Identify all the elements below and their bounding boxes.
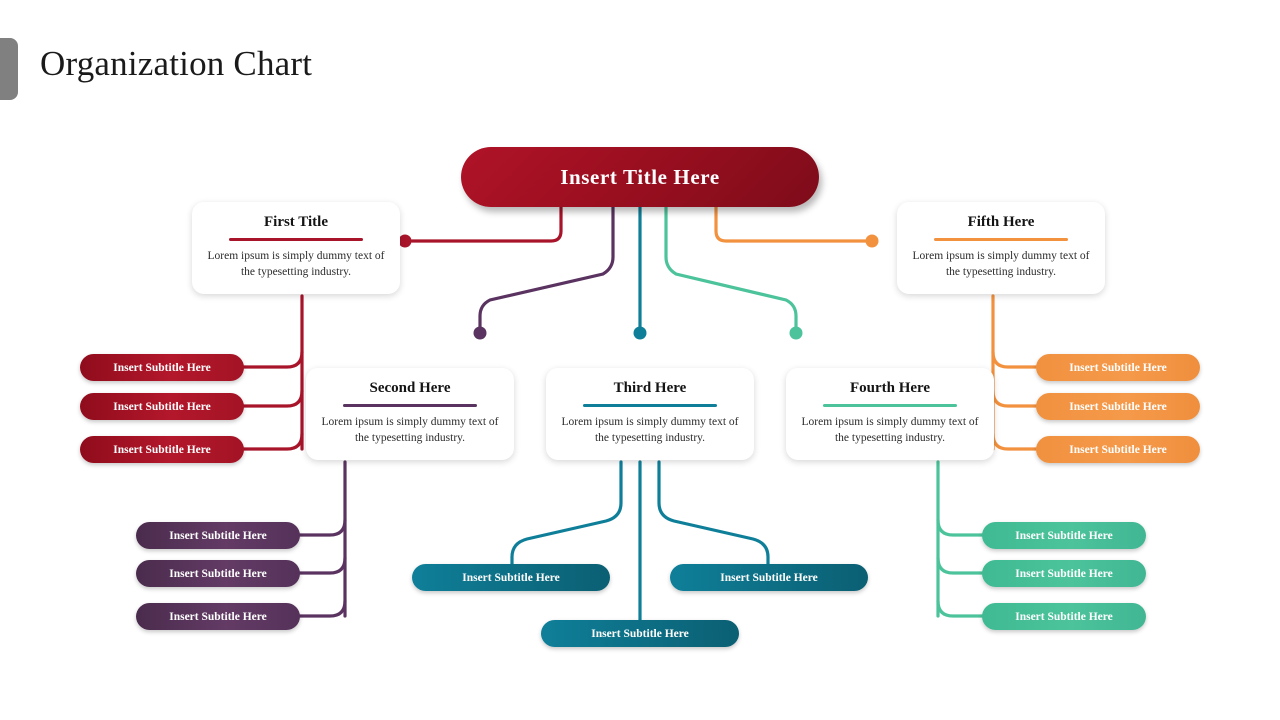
connector-first-subtitles — [241, 294, 304, 451]
card-fifth-rule — [934, 238, 1068, 241]
card-fifth-title: Fifth Here — [967, 214, 1035, 230]
page-title: Organization Chart — [40, 44, 313, 83]
pill-fourth-2[interactable]: Insert Subtitle Here — [982, 560, 1146, 587]
card-first-title: First Title — [263, 214, 329, 230]
connector-second-subtitles — [297, 460, 347, 618]
connector-third-subtitles — [510, 460, 770, 635]
pill-first-1[interactable]: Insert Subtitle Here — [80, 354, 244, 381]
pill-third-1[interactable]: Insert Subtitle Here — [412, 564, 610, 591]
pill-third-3[interactable]: Insert Subtitle Here — [541, 620, 739, 647]
card-first-body: Lorem ipsum is simply dummy text of the … — [207, 250, 385, 278]
connector-root-first — [398, 203, 563, 248]
pill-fifth-3[interactable]: Insert Subtitle Here — [1036, 436, 1200, 463]
card-fourth-body: Lorem ipsum is simply dummy text of the … — [801, 416, 979, 444]
pill-second-2[interactable]: Insert Subtitle Here — [136, 560, 300, 587]
pill-fourth-3[interactable]: Insert Subtitle Here — [982, 603, 1146, 630]
root-node-label: Insert Title Here — [560, 164, 720, 189]
card-third-title: Third Here — [613, 380, 687, 396]
card-second-title: Second Here — [369, 380, 451, 396]
connector-root-second — [473, 203, 615, 340]
connector-root-third — [633, 203, 647, 340]
connector-fifth-subtitles — [991, 294, 1041, 451]
pill-fourth-1[interactable]: Insert Subtitle Here — [982, 522, 1146, 549]
card-third-body: Lorem ipsum is simply dummy text of the … — [561, 416, 739, 444]
card-second-body: Lorem ipsum is simply dummy text of the … — [321, 416, 499, 444]
card-fourth-title: Fourth Here — [849, 380, 931, 396]
card-first[interactable]: First Title Lorem ipsum is simply dummy … — [192, 202, 400, 294]
pill-first-2[interactable]: Insert Subtitle Here — [80, 393, 244, 420]
card-second-rule — [343, 404, 477, 407]
card-second[interactable]: Second Here Lorem ipsum is simply dummy … — [306, 368, 514, 460]
pill-second-3[interactable]: Insert Subtitle Here — [136, 603, 300, 630]
connector-fourth-subtitles — [936, 460, 986, 618]
connector-root-fifth — [714, 203, 879, 248]
root-node[interactable]: Insert Title Here — [461, 147, 819, 207]
card-third[interactable]: Third Here Lorem ipsum is simply dummy t… — [546, 368, 754, 460]
card-fourth[interactable]: Fourth Here Lorem ipsum is simply dummy … — [786, 368, 994, 460]
pill-first-3[interactable]: Insert Subtitle Here — [80, 436, 244, 463]
pill-fifth-1[interactable]: Insert Subtitle Here — [1036, 354, 1200, 381]
pill-second-1[interactable]: Insert Subtitle Here — [136, 522, 300, 549]
card-fifth-body: Lorem ipsum is simply dummy text of the … — [912, 250, 1090, 278]
pill-third-2[interactable]: Insert Subtitle Here — [670, 564, 868, 591]
connector-root-fourth — [664, 203, 803, 340]
card-third-rule — [583, 404, 717, 407]
pill-fifth-2[interactable]: Insert Subtitle Here — [1036, 393, 1200, 420]
card-fourth-rule — [823, 404, 957, 407]
card-first-rule — [229, 238, 363, 241]
title-accent-bar — [0, 38, 18, 100]
card-fifth[interactable]: Fifth Here Lorem ipsum is simply dummy t… — [897, 202, 1105, 294]
